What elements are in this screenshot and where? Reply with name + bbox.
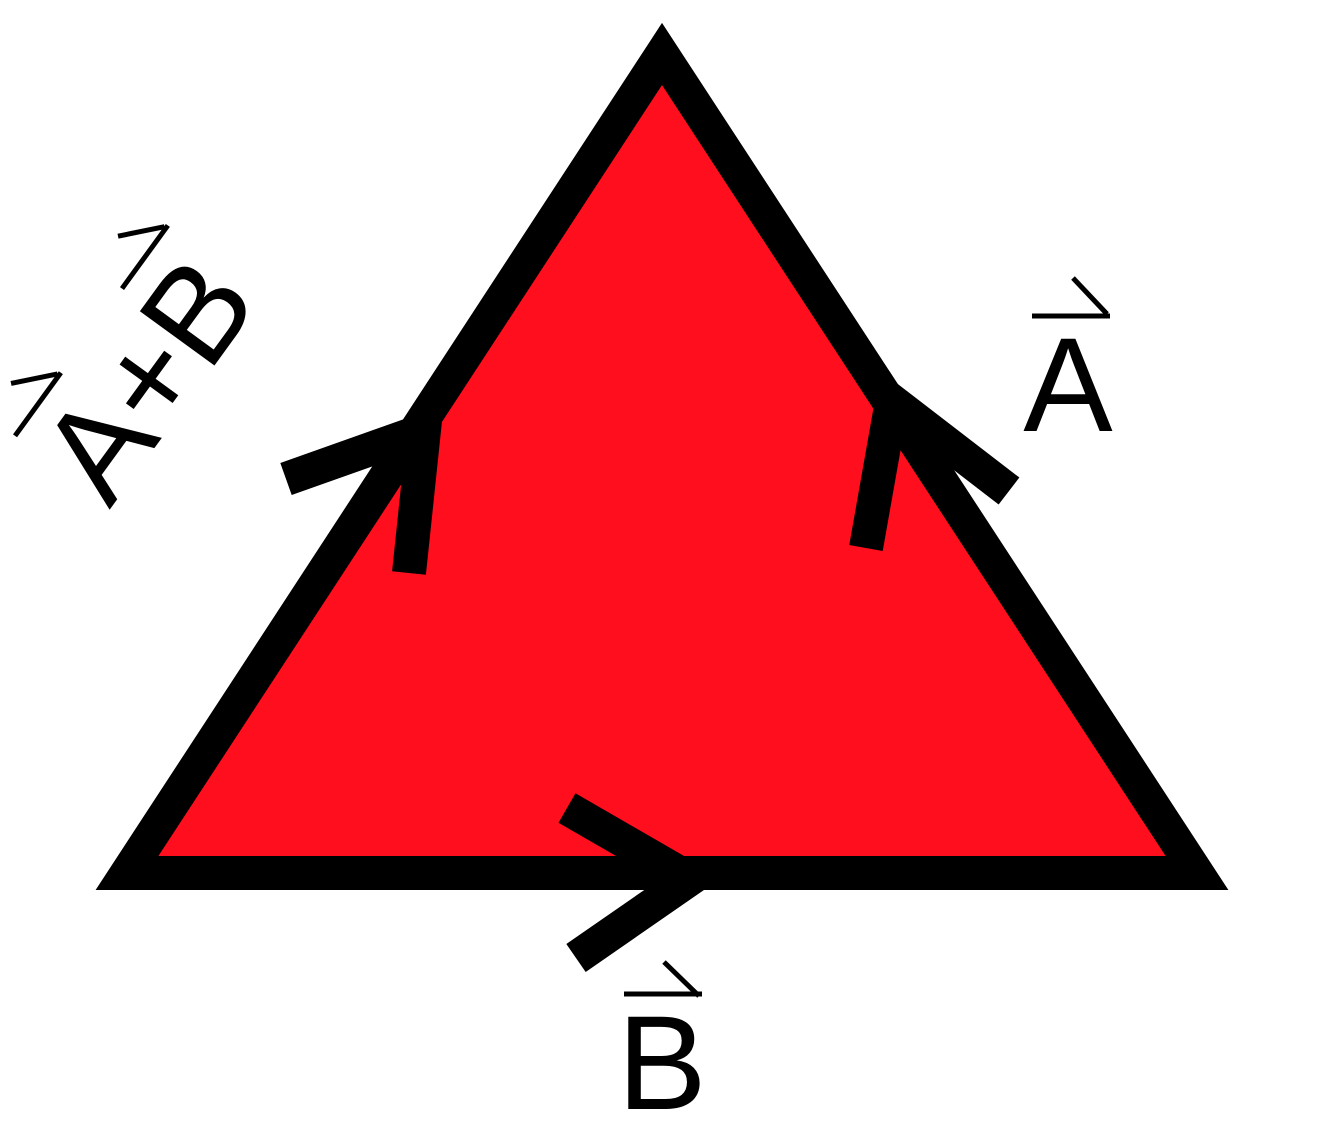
vector-label-a-plus-b: A+B: [10, 223, 284, 527]
label-a-text: A: [1023, 311, 1113, 460]
vector-label-a: A: [1023, 276, 1113, 460]
vector-arrow-overbar-icon: [13, 371, 63, 438]
arrowhead-a: [849, 370, 1020, 551]
arrowhead-a-plus-b: [280, 404, 444, 575]
vector-arrow-overbar-icon: [119, 223, 170, 291]
arrowhead-b: [558, 793, 722, 972]
vector-arrow-tip-icon: [10, 371, 58, 386]
vector-arrow-tip-icon: [117, 224, 165, 239]
vector-arrow-tip-icon: [1071, 276, 1109, 316]
vector-arrow-tip-icon: [662, 960, 701, 998]
vector-label-b: B: [617, 960, 707, 1138]
label-b-text: B: [617, 989, 706, 1138]
